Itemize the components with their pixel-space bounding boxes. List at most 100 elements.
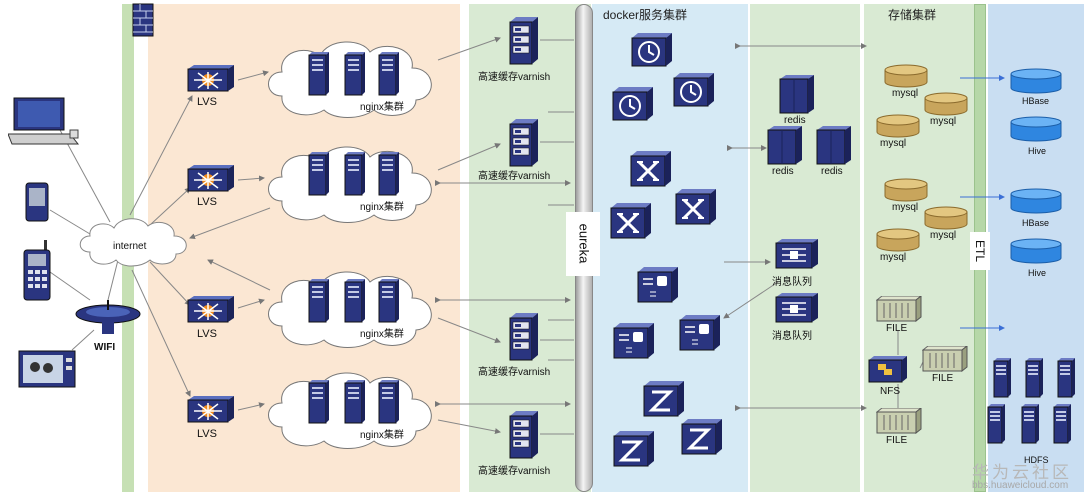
desktop-computer-icon xyxy=(8,96,80,148)
lvs-label: LVS xyxy=(197,196,217,208)
mysql-label: mysql xyxy=(930,116,957,127)
server-icon xyxy=(306,380,330,424)
hdfs-server-icon xyxy=(1052,404,1072,444)
hbase-database-icon xyxy=(1010,68,1062,94)
file-label: FILE xyxy=(886,323,908,334)
clock-service-icon xyxy=(672,72,716,108)
wifi-label: WIFI xyxy=(94,342,116,353)
mysql-database-icon xyxy=(884,178,928,202)
server-icon xyxy=(342,152,366,196)
server-icon xyxy=(342,52,366,96)
database-service-icon xyxy=(612,322,656,360)
file-server-icon xyxy=(922,346,968,372)
file-label: FILE xyxy=(886,435,908,446)
message-queue-label: 消息队列 xyxy=(772,277,812,288)
storage-cluster-title: 存储集群 xyxy=(888,8,937,22)
switch-service-icon xyxy=(674,188,718,226)
message-queue-icon xyxy=(774,238,820,270)
hdfs-server-icon xyxy=(1024,358,1044,398)
hdfs-server-icon xyxy=(986,404,1006,444)
server-icon xyxy=(376,52,400,96)
tv-icon xyxy=(18,350,76,388)
docker-cluster-title: docker服务集群 xyxy=(603,8,688,22)
mysql-label: mysql xyxy=(880,138,907,149)
server-icon xyxy=(306,152,330,196)
bolt-service-icon xyxy=(680,418,724,456)
hbase-label: HBase xyxy=(1022,96,1050,106)
lvs-router-icon xyxy=(184,63,236,93)
hdfs-label: HDFS xyxy=(1024,455,1049,465)
eureka-label-box xyxy=(566,212,600,276)
varnish-server-icon xyxy=(506,118,540,168)
varnish-label: 高速缓存varnish xyxy=(478,466,551,477)
server-icon xyxy=(376,279,400,323)
lvs-label: LVS xyxy=(197,96,217,108)
redis-server-icon xyxy=(778,75,818,115)
clock-service-icon xyxy=(630,32,674,68)
clock-service-icon xyxy=(611,86,655,122)
varnish-label: 高速缓存varnish xyxy=(478,367,551,378)
redis-label: redis xyxy=(821,166,843,177)
nginx-cluster-label: nginx集群 xyxy=(360,329,404,340)
redis-label: redis xyxy=(784,115,806,126)
nfs-label: NFS xyxy=(880,386,900,397)
mysql-database-icon xyxy=(876,228,920,252)
bolt-service-icon xyxy=(612,430,656,468)
redis-server-icon xyxy=(766,126,806,166)
lvs-label: LVS xyxy=(197,428,217,440)
varnish-server-icon xyxy=(506,410,540,460)
hdfs-server-icon xyxy=(1020,404,1040,444)
file-server-icon xyxy=(876,296,922,322)
watermark-url: bbs.huaweicloud.com xyxy=(972,480,1069,491)
hive-label: Hive xyxy=(1028,146,1047,156)
cell-phone-icon xyxy=(22,240,52,302)
message-queue-label: 消息队列 xyxy=(772,331,812,342)
mysql-label: mysql xyxy=(930,230,957,241)
database-service-icon xyxy=(678,314,722,352)
switch-service-icon xyxy=(609,202,653,240)
lvs-router-icon xyxy=(184,163,236,193)
redis-server-icon xyxy=(815,126,855,166)
lvs-label: LVS xyxy=(197,328,217,340)
bolt-service-icon xyxy=(642,380,686,418)
file-label: FILE xyxy=(932,373,954,384)
database-service-icon xyxy=(636,266,680,304)
server-icon xyxy=(342,380,366,424)
hdfs-server-icon xyxy=(1056,358,1076,398)
lvs-router-icon xyxy=(184,394,236,424)
firewall-icon xyxy=(132,3,154,37)
message-queue-icon xyxy=(774,292,820,324)
hive-database-icon xyxy=(1010,116,1062,142)
server-icon xyxy=(376,152,400,196)
switch-service-icon xyxy=(629,150,673,188)
watermark-title: 华为云社区 xyxy=(972,463,1072,482)
redis-label: redis xyxy=(772,166,794,177)
varnish-server-icon xyxy=(506,16,540,66)
lvs-router-icon xyxy=(184,294,236,324)
internet-cloud xyxy=(76,214,194,268)
varnish-server-icon xyxy=(506,312,540,362)
hbase-label: HBase xyxy=(1022,218,1050,228)
mysql-database-icon xyxy=(924,206,968,230)
nginx-cluster-label: nginx集群 xyxy=(360,430,404,441)
mysql-database-icon xyxy=(924,92,968,116)
mysql-label: mysql xyxy=(892,88,919,99)
server-icon xyxy=(342,279,366,323)
mysql-database-icon xyxy=(884,64,928,88)
nginx-cluster-label: nginx集群 xyxy=(360,202,404,213)
mobile-phone-icon xyxy=(25,182,49,222)
hbase-database-icon xyxy=(1010,188,1062,214)
wifi-dish-icon xyxy=(72,296,146,340)
hive-database-icon xyxy=(1010,238,1062,264)
server-icon xyxy=(376,380,400,424)
varnish-label: 高速缓存varnish xyxy=(478,171,551,182)
etl-label-box xyxy=(970,232,990,270)
internet-label: internet xyxy=(113,241,147,252)
mysql-label: mysql xyxy=(892,202,919,213)
mysql-label: mysql xyxy=(880,252,907,263)
hdfs-server-icon xyxy=(992,358,1012,398)
hive-label: Hive xyxy=(1028,268,1047,278)
server-icon xyxy=(306,52,330,96)
varnish-label: 高速缓存varnish xyxy=(478,72,551,83)
file-server-icon xyxy=(876,408,922,434)
